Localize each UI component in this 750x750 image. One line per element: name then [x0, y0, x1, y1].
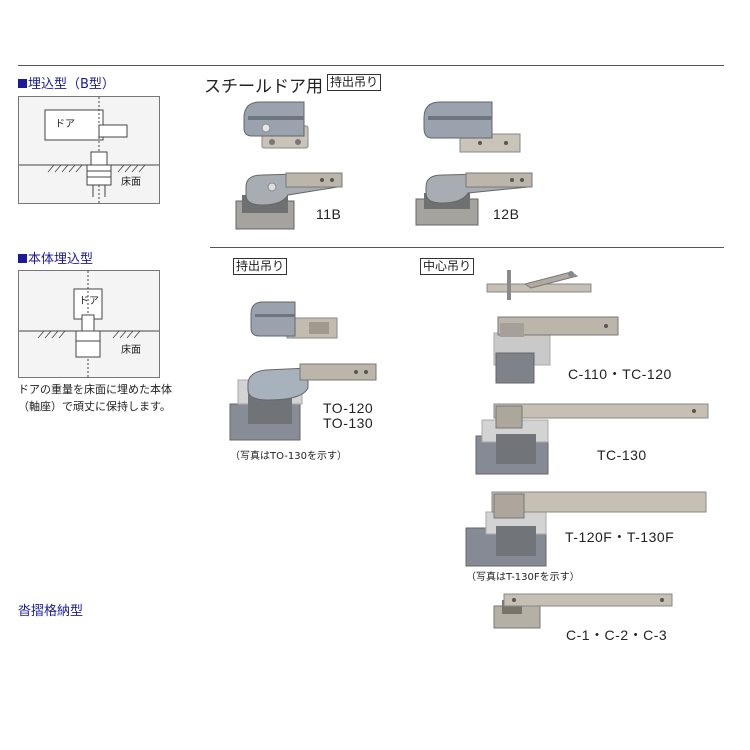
- section-title-embedded-b: 埋込型（B型）: [18, 73, 115, 92]
- tag-center-pivot: 中心吊り: [420, 258, 475, 275]
- section-title-body-embedded: 本体埋込型: [18, 248, 93, 267]
- body-embedded-description: ドアの重量を床面に埋めた本体 （軸座）で頑丈に保持します。: [18, 381, 198, 415]
- product-to120-upper-image: [250, 301, 338, 339]
- caption-t130f: （写真はT-130Fを示す）: [466, 572, 580, 583]
- door-label: ドア: [55, 119, 75, 130]
- product-c1-image: [493, 593, 673, 629]
- model-tc130: TC-130: [597, 447, 647, 463]
- square-bullet-icon: [18, 254, 27, 263]
- product-12b-lower-image: [415, 172, 533, 226]
- caption-to130: （写真はTO-130を示す）: [230, 451, 347, 462]
- product-tc130-image: [475, 403, 709, 475]
- door-label: ドア: [79, 296, 99, 307]
- product-to120-lower-image: [229, 363, 377, 441]
- model-c110-tc120: C-110・TC-120: [568, 366, 672, 382]
- product-c110-arm-image: [486, 270, 592, 300]
- model-t120f-t130f: T-120F・T-130F: [565, 529, 675, 545]
- tag-offset-pivot-top: 持出吊り: [327, 74, 382, 91]
- top-rule: [18, 65, 724, 66]
- model-to120: TO-120: [323, 400, 374, 416]
- mid-rule: [210, 247, 724, 248]
- product-11b-lower-image: [235, 172, 343, 230]
- floor-label: 床面: [121, 177, 141, 188]
- product-t120f-image: [465, 491, 707, 567]
- diagram-body-embedded: ドア 床面: [18, 270, 160, 378]
- diagram-body-embedded-drawing: [19, 271, 159, 377]
- description-line: （軸座）で頑丈に保持します。: [18, 400, 171, 413]
- floor-label: 床面: [121, 345, 141, 356]
- steel-door-title: スチールドア用: [204, 77, 323, 97]
- square-bullet-icon: [18, 79, 27, 88]
- diagram-embedded-b-drawing: [19, 97, 159, 203]
- product-11b-upper-image: [243, 101, 309, 149]
- model-12b: 12B: [493, 206, 520, 222]
- diagram-embedded-b: ドア 床面: [18, 96, 160, 204]
- section-title-threshold: 沓摺格納型: [18, 604, 84, 619]
- description-line: ドアの重量を床面に埋めた本体: [18, 383, 172, 396]
- product-12b-upper-image: [423, 101, 521, 153]
- product-c110-image: [493, 316, 619, 384]
- tag-offset-pivot-mid: 持出吊り: [233, 258, 288, 275]
- model-c1-c2-c3: C-1・C-2・C-3: [566, 627, 668, 643]
- model-11b: 11B: [316, 206, 342, 222]
- model-to130: TO-130: [323, 415, 374, 431]
